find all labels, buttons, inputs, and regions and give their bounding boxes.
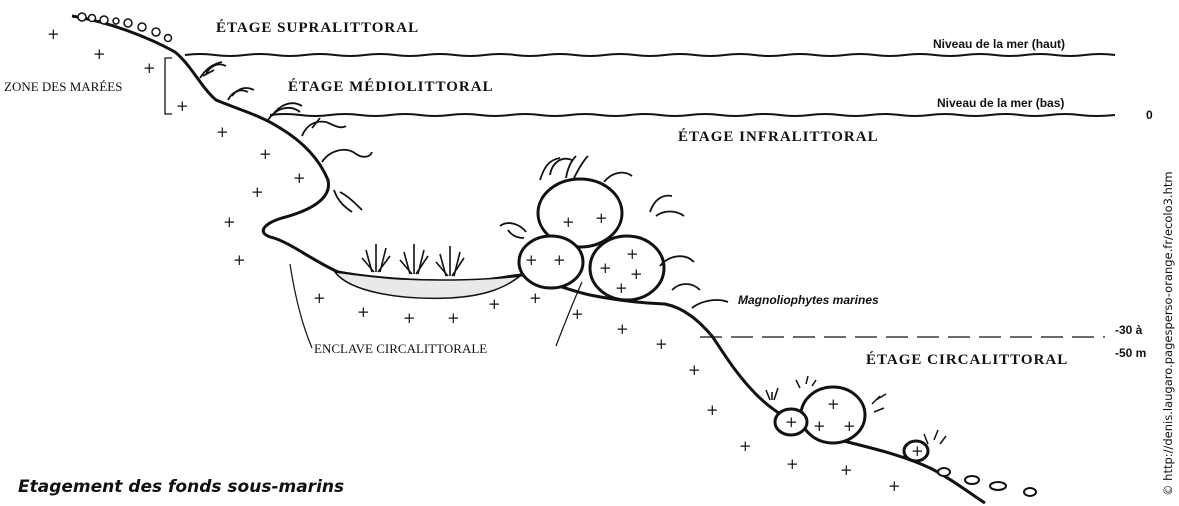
plus-symbol: + bbox=[233, 251, 246, 269]
zone-label-supralittoral: ÉTAGE SUPRALITTORAL bbox=[216, 19, 419, 36]
shore-rocks bbox=[78, 13, 172, 42]
depth-label-bottom: -50 m bbox=[1115, 346, 1146, 360]
depth-label-top: -30 à bbox=[1115, 323, 1143, 337]
zone-label-mediolittoral: ÉTAGE MÉDIOLITTORAL bbox=[288, 78, 494, 95]
high-sea-level-line bbox=[185, 54, 1115, 56]
plus-symbol: + bbox=[595, 209, 608, 227]
copyright-url: © http://denis.laugaro.pagesperso-orange… bbox=[1161, 171, 1175, 496]
seaweed-10 bbox=[604, 173, 632, 182]
plus-symbol: + bbox=[888, 477, 901, 495]
diagram-caption: Etagement des fonds sous-marins bbox=[18, 477, 344, 497]
plus-symbol: + bbox=[357, 303, 370, 321]
seaweed-3 bbox=[268, 103, 302, 120]
plus-symbol: + bbox=[739, 437, 752, 455]
plus-symbol: + bbox=[403, 309, 416, 327]
sea-level-low-label: Niveau de la mer (bas) bbox=[937, 96, 1064, 110]
seagrass-tufts bbox=[362, 244, 464, 276]
plus-symbol: + bbox=[599, 259, 612, 277]
zone-label-infralittoral: ÉTAGE INFRALITTORAL bbox=[678, 128, 879, 145]
plus-symbol: + bbox=[706, 401, 719, 419]
plus-symbol: + bbox=[911, 442, 924, 460]
sea-level-high-label: Niveau de la mer (haut) bbox=[933, 37, 1065, 51]
plus-symbol: + bbox=[313, 289, 326, 307]
seaweed-4 bbox=[302, 118, 346, 136]
seagrass-3 bbox=[436, 246, 464, 276]
plus-symbol: + bbox=[655, 335, 668, 353]
seaweed-13 bbox=[672, 284, 700, 290]
pebble-1 bbox=[938, 468, 950, 476]
plus-symbol: + bbox=[93, 45, 106, 63]
plus-symbol: + bbox=[786, 455, 799, 473]
plus-symbol: + bbox=[827, 395, 840, 413]
plus-symbol: + bbox=[216, 123, 229, 141]
seaweed-5 bbox=[322, 150, 372, 162]
plus-symbol: + bbox=[259, 145, 272, 163]
enclave-label: ENCLAVE CIRCALITTORALE bbox=[314, 341, 487, 356]
tide-zone-bracket bbox=[165, 58, 172, 114]
low-sea-level-line bbox=[270, 114, 1115, 116]
plus-symbol: + bbox=[571, 305, 584, 323]
seaweed-11 bbox=[650, 196, 684, 216]
pebble-2 bbox=[965, 476, 979, 484]
magnoliophytes-label: Magnoliophytes marines bbox=[738, 293, 879, 307]
seagrass-2 bbox=[400, 244, 428, 274]
plus-symbol: + bbox=[223, 213, 236, 231]
plus-symbol: + bbox=[143, 59, 156, 77]
seagrass-1 bbox=[362, 244, 390, 272]
plus-symbol: + bbox=[688, 361, 701, 379]
plus-symbol: + bbox=[47, 25, 60, 43]
seaweed-1 bbox=[200, 62, 226, 78]
plus-symbol: + bbox=[813, 417, 826, 435]
plus-symbol: + bbox=[251, 183, 264, 201]
enclave-pointer-left bbox=[290, 264, 312, 348]
sea-level-zero-label: 0 bbox=[1146, 108, 1153, 122]
plus-symbol: + bbox=[615, 279, 628, 297]
plus-symbol: + bbox=[176, 97, 189, 115]
seaweed-14 bbox=[692, 300, 728, 308]
zone-label-circalittoral: ÉTAGE CIRCALITTORAL bbox=[866, 351, 1068, 368]
seaweed-2 bbox=[228, 88, 254, 100]
plus-symbol: + bbox=[525, 251, 538, 269]
plus-symbol: + bbox=[843, 417, 856, 435]
pebble-4 bbox=[1024, 488, 1036, 496]
plus-symbol: + bbox=[488, 295, 501, 313]
plus-symbol: + bbox=[630, 265, 643, 283]
plus-symbol: + bbox=[840, 461, 853, 479]
plus-symbol: + bbox=[626, 245, 639, 263]
seaweed-6 bbox=[334, 190, 362, 212]
plus-symbol: + bbox=[293, 169, 306, 187]
seaweed-7 bbox=[500, 223, 526, 238]
plus-symbol: + bbox=[616, 320, 629, 338]
plus-symbol: + bbox=[553, 251, 566, 269]
tide-zone-label: ZONE DES MARÉES bbox=[4, 79, 122, 94]
plus-symbol: + bbox=[529, 289, 542, 307]
plus-symbol: + bbox=[447, 309, 460, 327]
seaweed-8 bbox=[540, 158, 572, 180]
plus-symbol: + bbox=[562, 213, 575, 231]
substrate-plus-symbols: + + + + + + + + + + + + + + + + + + + + … bbox=[47, 25, 924, 495]
pebble-3 bbox=[990, 482, 1006, 490]
plus-symbol: + bbox=[785, 413, 798, 431]
